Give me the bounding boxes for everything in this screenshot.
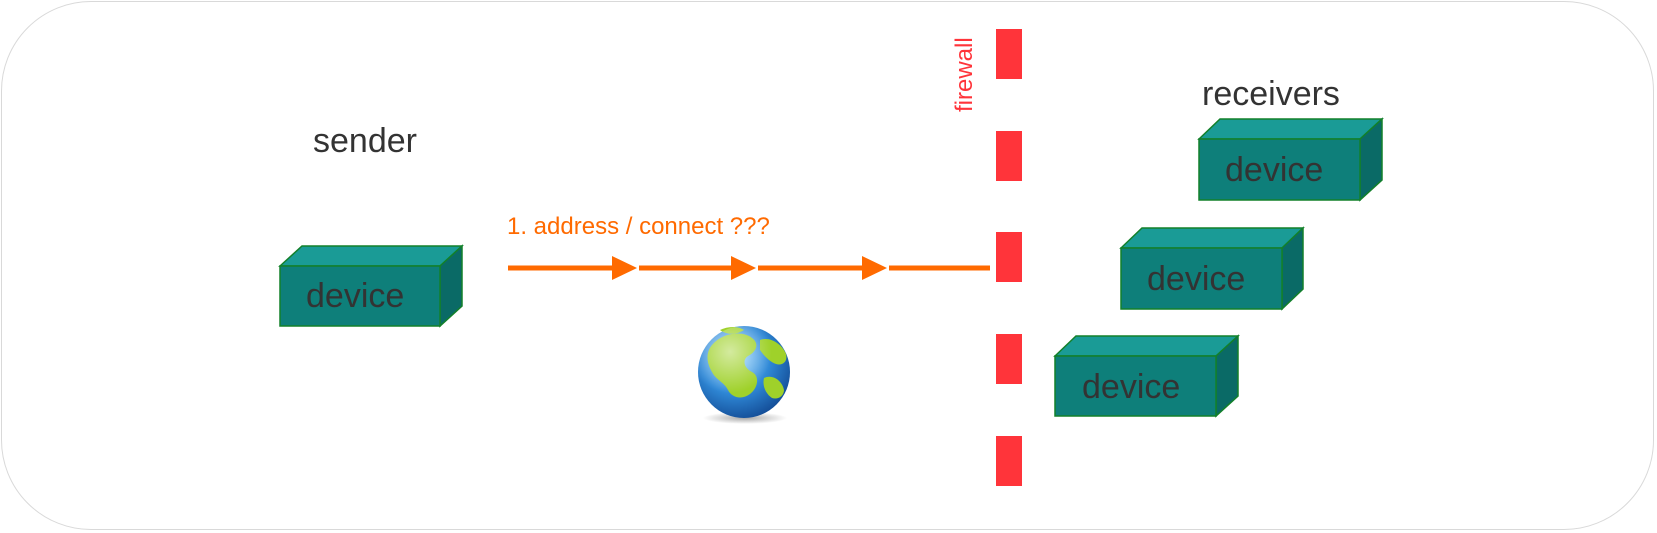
sender-device: device [278, 244, 464, 328]
sender-label: sender [313, 122, 417, 160]
receiver-device-3-label: device [1082, 368, 1180, 406]
globe-icon [698, 326, 790, 424]
firewall-label: firewall [951, 37, 978, 112]
receiver-device-2-label: device [1147, 260, 1245, 298]
receiver-device-2: device [1119, 226, 1305, 311]
connection-arrow [508, 256, 990, 280]
receiver-device-1-label: device [1225, 151, 1323, 189]
receiver-device-1: device [1197, 117, 1384, 202]
sender-device-label: device [306, 277, 404, 315]
receivers-label: receivers [1202, 75, 1340, 113]
step1-label: 1. address / connect ??? [507, 213, 770, 240]
receiver-device-3: device [1053, 334, 1240, 418]
firewall [996, 29, 1022, 486]
